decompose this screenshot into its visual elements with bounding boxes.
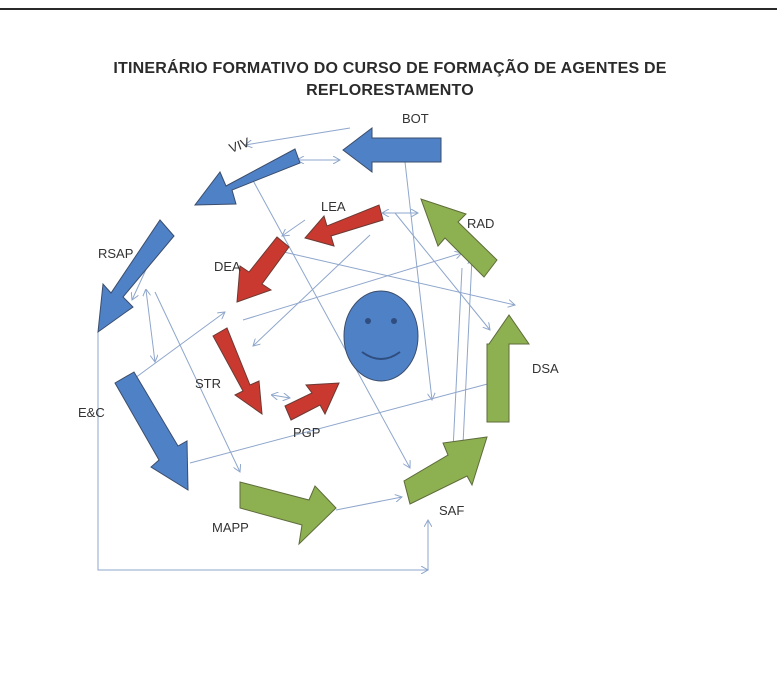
- connector-line: [461, 258, 472, 466]
- connector-line: [335, 497, 402, 511]
- arrow-mapp: [239, 481, 337, 546]
- label-str: STR: [195, 376, 221, 391]
- label-bot: BOT: [402, 111, 429, 126]
- connector-line: [452, 267, 463, 470]
- arrow-str: [212, 327, 263, 416]
- arrow-dsa: [486, 314, 530, 423]
- connector-line: [134, 312, 225, 379]
- arrow-dea: [236, 236, 290, 303]
- arrow-ec: [114, 371, 189, 491]
- connector-line: [272, 395, 290, 398]
- connector-line: [154, 291, 240, 472]
- connector-lines: [97, 127, 515, 570]
- arrow-rad: [420, 198, 498, 278]
- arrow-lea: [304, 204, 384, 247]
- connector-line: [282, 219, 306, 236]
- label-dea: DEA: [214, 259, 241, 274]
- connector-line: [249, 174, 410, 468]
- diagram-title: ITINERÁRIO FORMATIVO DO CURSO DE FORMAÇÃ…: [90, 58, 690, 102]
- label-lea: LEA: [321, 199, 346, 214]
- label-mapp: MAPP: [212, 520, 249, 535]
- label-rad: RAD: [467, 216, 494, 231]
- arrow-viv: [193, 148, 301, 206]
- smiley-face-icon: [343, 290, 419, 382]
- connector-line: [245, 127, 351, 145]
- connector-line: [274, 249, 515, 305]
- connector-line: [404, 161, 432, 400]
- label-pgp: PGP: [293, 425, 320, 440]
- connector-line: [189, 382, 495, 464]
- connector-line: [242, 253, 462, 321]
- label-saf: SAF: [439, 503, 464, 518]
- label-viv: VIV: [227, 134, 252, 155]
- connector-line: [253, 234, 371, 346]
- label-rsap: RSAP: [98, 246, 133, 261]
- label-ec: E&C: [78, 405, 105, 420]
- arrow-pgp: [284, 382, 340, 421]
- top-border-line: [0, 8, 777, 10]
- arrow-rsap: [97, 219, 175, 334]
- node-labels: BOT VIV RSAP E&C LEA DEA STR PGP RAD DSA…: [78, 111, 559, 535]
- connector-line: [394, 212, 490, 330]
- title-line-1: ITINERÁRIO FORMATIVO DO CURSO DE FORMAÇÃ…: [113, 60, 667, 77]
- arrow-saf: [403, 436, 488, 505]
- arrow-bot: [342, 126, 442, 174]
- connector-line: [146, 290, 155, 362]
- label-dsa: DSA: [532, 361, 559, 376]
- title-line-2: REFLORESTAMENTO: [306, 82, 474, 99]
